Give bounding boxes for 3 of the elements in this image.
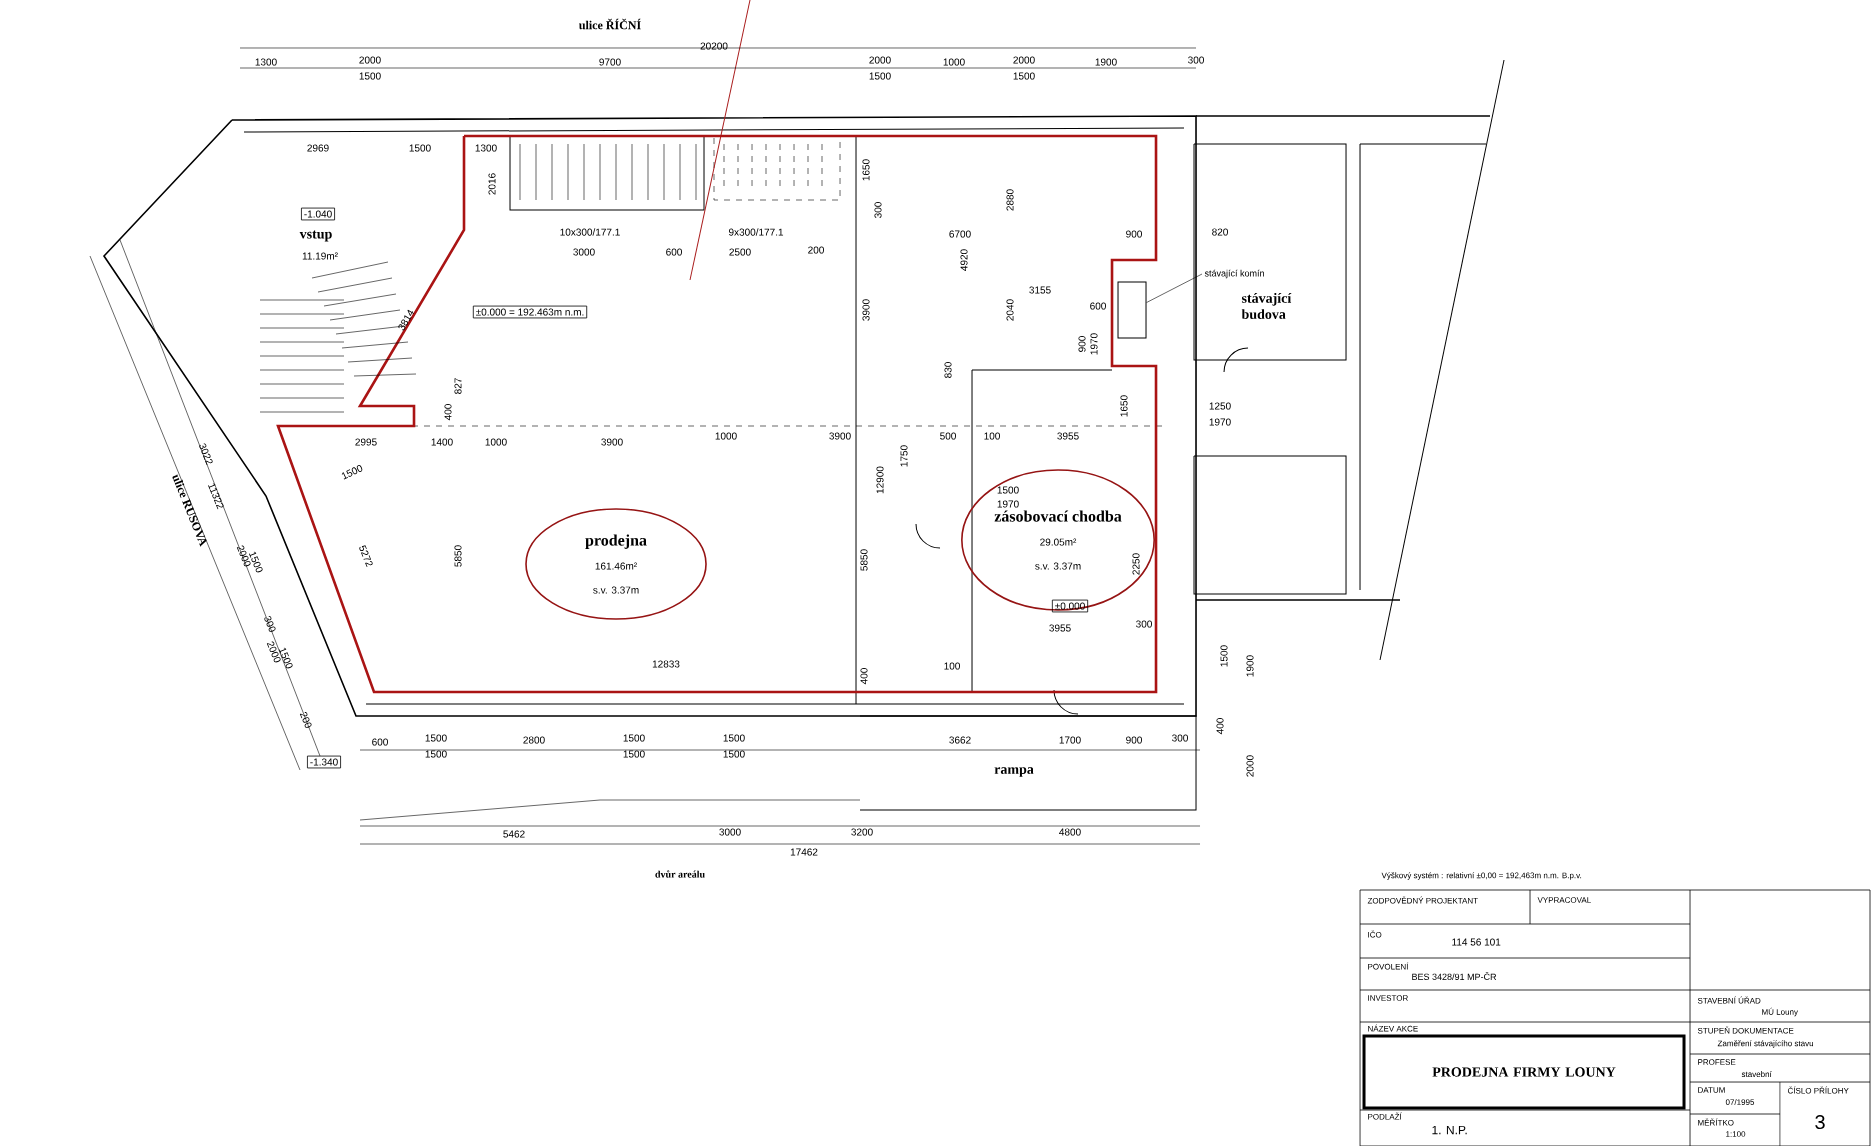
chimney-box: [1117, 281, 1147, 339]
title-block-text: 3: [1815, 1114, 1825, 1130]
leader-line: [1146, 273, 1203, 303]
